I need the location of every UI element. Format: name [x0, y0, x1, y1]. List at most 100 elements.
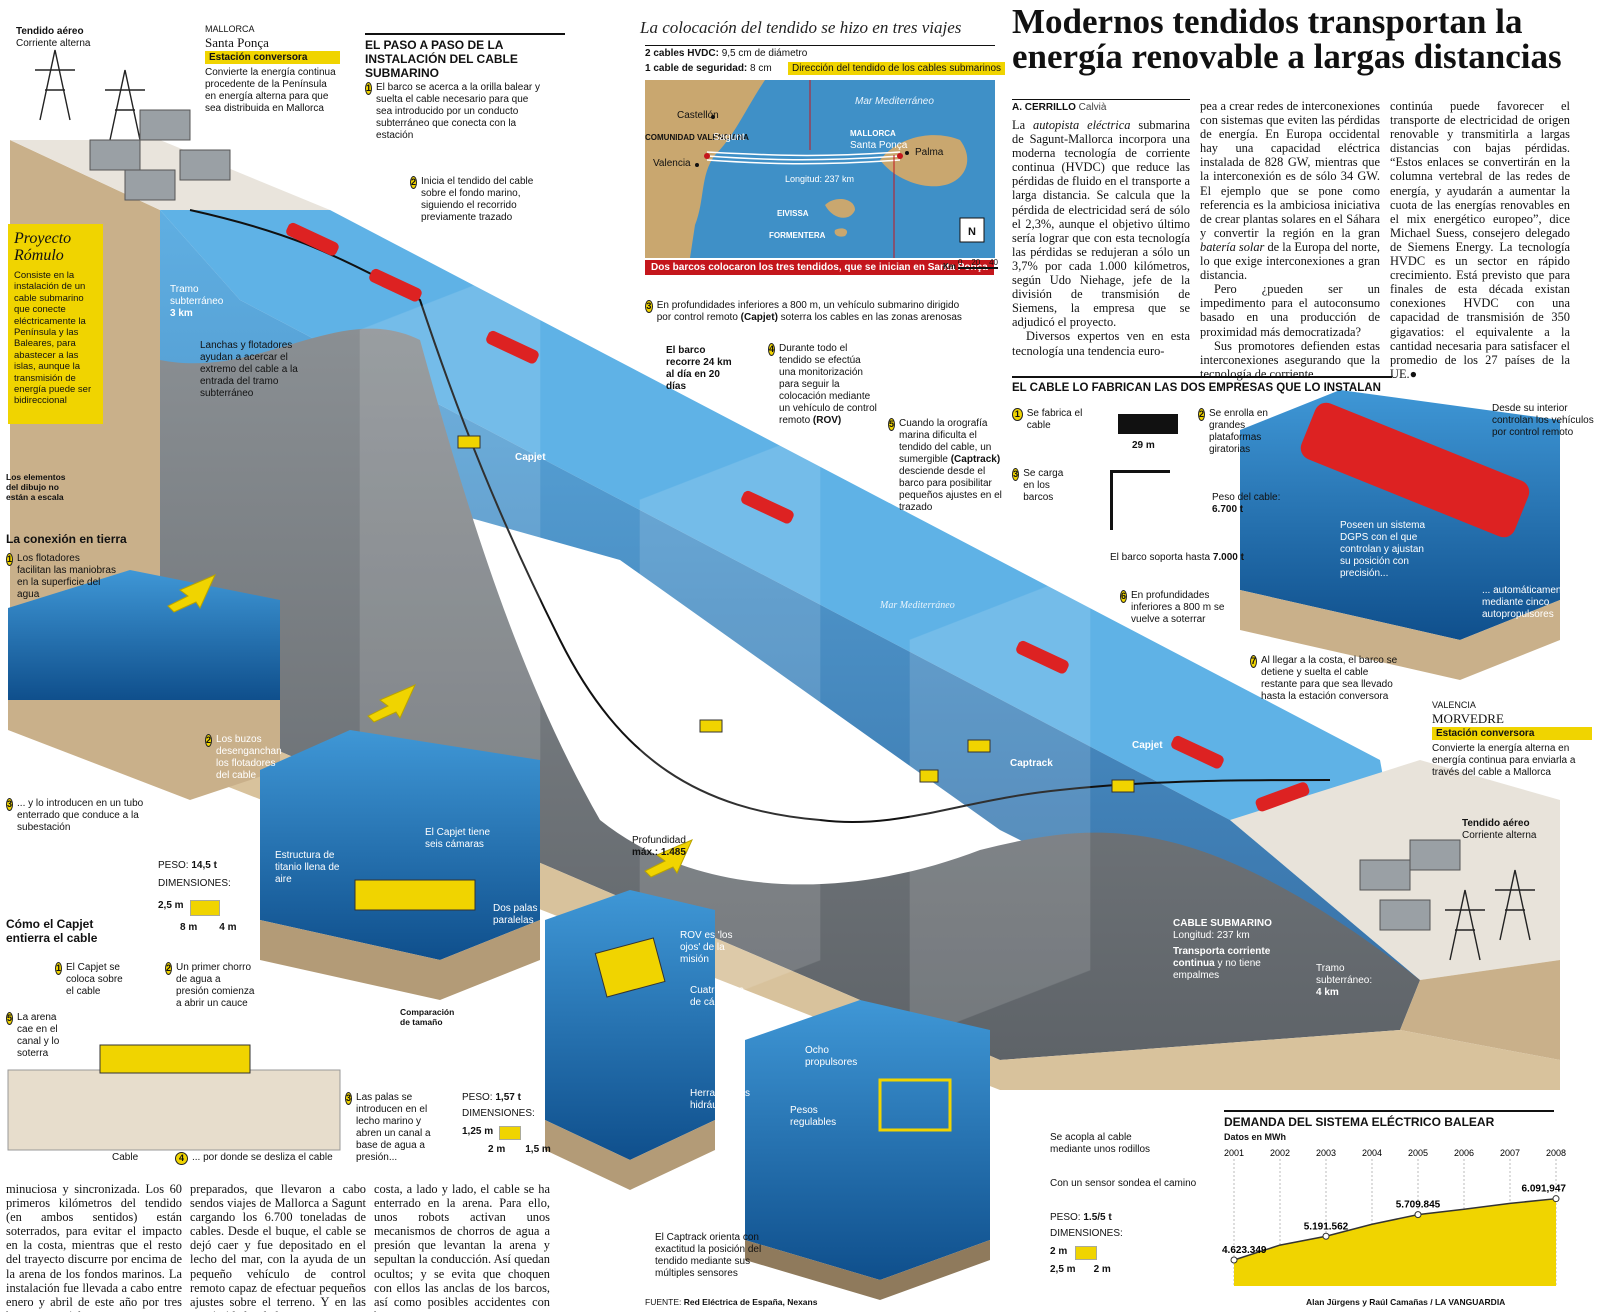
cable-reel-icon	[1118, 414, 1178, 434]
year-tick-label: 2001	[1224, 1148, 1244, 1158]
map-valencia: Valencia	[653, 158, 691, 169]
lanchas-note: Lanchas y flotadores ayudan a acercar el…	[200, 340, 298, 399]
map-sagunt: Sagunt	[713, 132, 745, 143]
year-tick-label: 2005	[1408, 1148, 1428, 1158]
ship-icons	[286, 222, 1310, 812]
article-col-3-p1: continúa puede favorecer el transporte d…	[1390, 99, 1570, 381]
bottom-col-3: costa, a lado y lado, el cable se ha ent…	[374, 1182, 550, 1312]
captrack-size-box-icon	[1075, 1246, 1098, 1260]
article-col-2: pea a crear redes de interconexiones con…	[1200, 99, 1380, 381]
article-col-2-p1: pea a crear redes de interconexiones con…	[1200, 99, 1380, 283]
seabed	[160, 328, 1420, 1060]
project-box: Proyecto Rómulo Consiste en la instalaci…	[8, 224, 103, 424]
inset-boxes	[7, 390, 1560, 1300]
headline-line-1: Modernos tendidos transportan la	[1012, 2, 1523, 41]
map-palma: Palma	[915, 147, 944, 158]
article-col-1-p2: Diversos expertos ven en esta tecnología…	[1012, 329, 1190, 358]
map-formentera: FORMENTERA	[769, 231, 826, 240]
article-col-1-p1: La autopista eléctrica submarina de Sagu…	[1012, 118, 1190, 330]
crane-icon	[1110, 470, 1170, 530]
map-length: Longitud: 237 km	[785, 174, 854, 184]
map-mallorca: MALLORCA	[850, 129, 896, 138]
north-icon: N	[968, 226, 976, 238]
demand-title: DEMANDA DEL SISTEMA ELÉCTRICO BALEAR	[1224, 1110, 1554, 1129]
valencia-station-label: Estación conversora	[1432, 726, 1592, 740]
map: Mar Mediterráneo Castellón COMUNIDAD VAL…	[645, 80, 995, 258]
rov-size-box-icon	[499, 1126, 522, 1140]
tramo-right: Tramo subterráneo:4 km	[1316, 963, 1373, 998]
map-comunidad: COMUNIDAD VALENCIANA	[645, 133, 749, 142]
pylon-icons	[35, 49, 1535, 961]
mallorca-station: MALLORCA Santa Ponça Estación conversora…	[205, 24, 340, 115]
ship-auto-note: ... automáticamente mediante cinco autop…	[1482, 585, 1570, 620]
project-desc: Consiste en la instalación de un cable s…	[14, 270, 92, 407]
byline: A. CERRILLO Calvià	[1012, 99, 1190, 113]
valencia-region: VALENCIA	[1432, 700, 1476, 710]
landing-title: La conexión en tierra	[6, 532, 127, 546]
demand-point	[1322, 1232, 1330, 1240]
sea-label: Mar Mediterráneo	[880, 600, 955, 611]
map-spec-1: 2 cables HVDC: 9,5 cm de diámetro	[645, 45, 995, 60]
project-title: Proyecto Rómulo	[14, 230, 72, 264]
demand-value-label: 5.191.562	[1304, 1221, 1349, 1232]
capjet-label: Capjet	[515, 452, 546, 463]
demand-value-label: 5.709.845	[1396, 1200, 1441, 1211]
article-col-1: La autopista eléctrica submarina de Sagu…	[1012, 118, 1190, 358]
how-step-4: 4... por donde se desliza el cable	[175, 1152, 335, 1165]
factory-weight: Peso del cable:6.700 t	[1212, 492, 1281, 515]
demand-point	[1552, 1195, 1560, 1203]
demand-value-label: 4.623.349	[1222, 1245, 1267, 1256]
map-santaponsa: Santa Ponça	[850, 140, 908, 151]
byline-author: A. CERRILLO	[1012, 102, 1076, 113]
captrack-orient: El Captrack orienta con exactitud la pos…	[655, 1232, 762, 1279]
ship-speed: El barco recorre 24 km al día en 20 días	[666, 345, 732, 392]
captrack-props: Ocho propulsores	[805, 1045, 858, 1068]
mallorca-station-label: Estación conversora	[205, 50, 340, 64]
article-col-3: continúa puede favorecer el transporte d…	[1390, 99, 1570, 381]
map-footer: Dos barcos colocaron los tres tendidos, …	[645, 260, 994, 275]
valencia-station-desc: Convierte la energía alterna en energía …	[1432, 742, 1576, 778]
valencia-town: MORVEDRE	[1432, 710, 1504, 726]
steps-title: EL PASO A PASO DE LA INSTALACIÓN DEL CAB…	[365, 33, 565, 80]
sea-water	[160, 210, 1420, 1030]
demand-point	[1414, 1211, 1422, 1219]
mallorca-region: MALLORCA	[205, 24, 255, 34]
article-col-2-p2: Pero ¿pueden ser un impedimento para el …	[1200, 282, 1380, 339]
demand-area	[1234, 1198, 1556, 1286]
year-tick-label: 2006	[1454, 1148, 1474, 1158]
map-title: La colocación del tendido se hizo en tre…	[640, 18, 962, 37]
capjet-blades: Dos palas paralelas	[493, 903, 538, 926]
map-eivissa: EIVISSA	[777, 209, 809, 218]
rov-eyes: ROV es 'los ojos' de la misión	[680, 930, 733, 965]
cable-info: CABLE SUBMARINO Longitud: 237 km Transpo…	[1173, 918, 1272, 981]
capjet-structure: Estructura de titanio llena de aire	[275, 850, 340, 885]
valencia-station: VALENCIA MORVEDRE Estación conversora Co…	[1432, 700, 1592, 779]
capjet-size-box-icon	[189, 900, 220, 916]
rov-label: ROV	[768, 745, 790, 756]
landing-step-3: 3... y lo introducen en un tubo enterrad…	[6, 798, 144, 833]
captrack-rollers: Se acopla al cable mediante unos rodillo…	[1050, 1132, 1151, 1155]
captrack-weights: Pesos regulables	[790, 1105, 837, 1128]
year-tick-label: 2008	[1546, 1148, 1566, 1158]
how-capjet-title: Cómo el Capjet entierra el cable	[6, 917, 98, 945]
year-tick-label: 2003	[1316, 1148, 1336, 1158]
converter-buildings	[89, 109, 1461, 931]
capjet-cameras: El Capjet tiene seis cámaras	[425, 827, 491, 850]
byline-place: Calvià	[1078, 102, 1107, 113]
